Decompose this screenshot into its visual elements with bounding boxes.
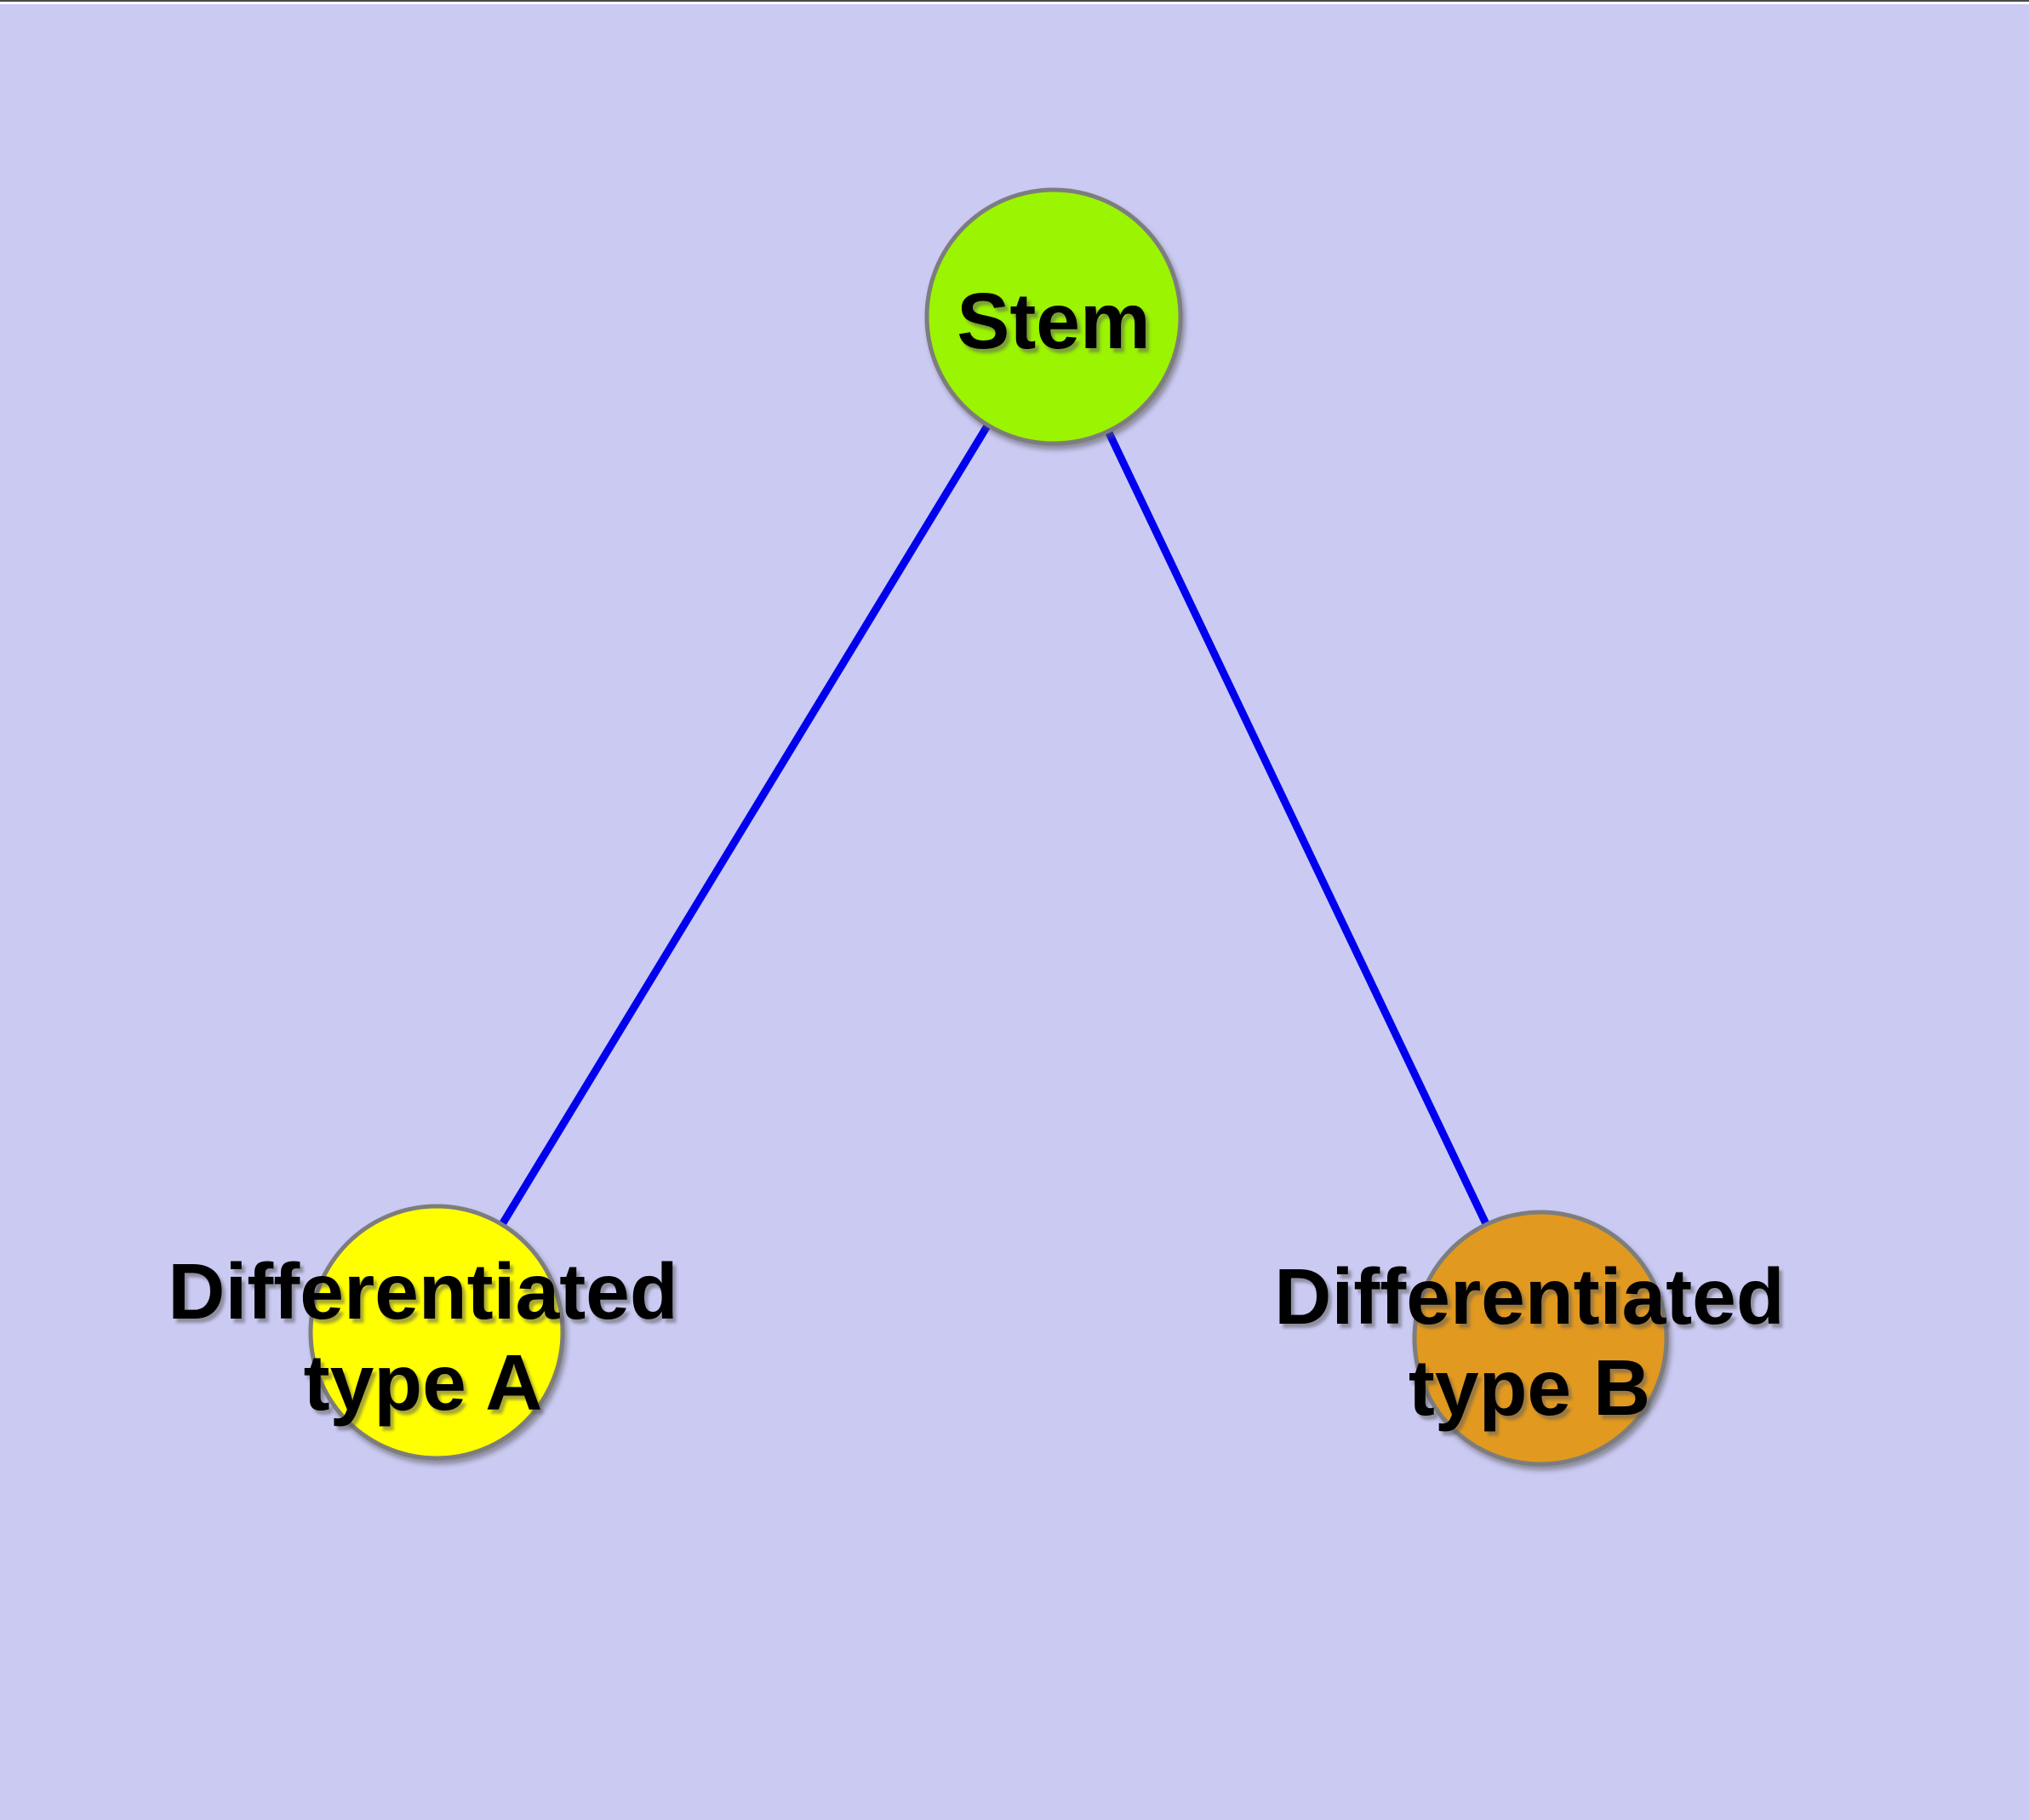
node-stem-label: Stem — [957, 277, 1151, 365]
node-stem-circle — [924, 187, 1183, 446]
node-type-b-circle — [1412, 1210, 1669, 1467]
edge-stem-to-type-b — [1049, 315, 1545, 1340]
node-type-a-circle — [308, 1204, 565, 1461]
node-type-b-label: Differentiated type B — [1274, 1252, 1785, 1432]
window-top-border-highlight — [0, 2, 2029, 4]
window-top-border — [0, 0, 2029, 2]
node-type-a-label: Differentiated type A — [168, 1247, 678, 1427]
edge-stem-to-type-a — [433, 314, 1057, 1335]
